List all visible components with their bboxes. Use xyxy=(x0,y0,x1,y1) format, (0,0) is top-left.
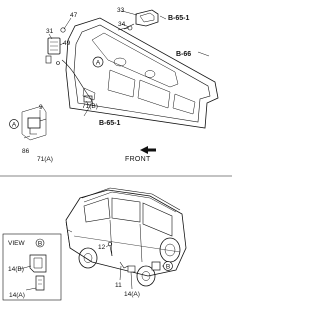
callout-86: 86 xyxy=(22,148,30,155)
tailgate-assembly xyxy=(61,17,219,129)
parts-diagram: A A 33 34 47 31 49 9 86 71(A) 71(B) B-65… xyxy=(0,7,232,301)
detail-a-inset xyxy=(21,105,47,141)
callout-34: 34 xyxy=(118,21,126,28)
ref-b65-mid: B-65-1 xyxy=(99,120,121,127)
vehicle-illustration xyxy=(65,187,187,287)
callout-11: 11 xyxy=(115,282,122,289)
callout-31: 31 xyxy=(46,28,54,35)
front-arrow: FRONT xyxy=(125,146,156,163)
front-label: FRONT xyxy=(125,156,151,163)
ref-b66: B-66 xyxy=(176,51,191,58)
callout-14a-view: 14(A) xyxy=(9,292,25,299)
ref-b65-top: B-65-1 xyxy=(168,15,190,22)
marker-b-view-label: B xyxy=(38,241,42,248)
lock-assembly xyxy=(45,27,66,65)
view-b-inset: VIEW B 14(B) 14(A) xyxy=(2,233,62,301)
marker-b-car: B xyxy=(163,261,173,271)
marker-a-detail-label: A xyxy=(12,122,17,129)
marker-b-car-label: B xyxy=(166,264,170,271)
bottom-parts xyxy=(107,241,161,273)
view-label: VIEW xyxy=(8,240,25,247)
callout-9: 9 xyxy=(39,104,43,111)
marker-a-door: A xyxy=(92,56,104,68)
callout-12: 12 xyxy=(98,244,106,251)
handle-assembly xyxy=(123,9,159,31)
leader-lines-top xyxy=(48,10,210,117)
callout-33: 33 xyxy=(117,7,125,14)
callout-49: 49 xyxy=(63,40,71,47)
callout-71a: 71(A) xyxy=(37,156,53,163)
callout-14b: 14(B) xyxy=(8,266,24,273)
callout-47: 47 xyxy=(70,12,78,19)
marker-a-detail: A xyxy=(9,119,19,129)
marker-a-door-label: A xyxy=(96,60,101,67)
callout-14a: 14(A) xyxy=(124,291,140,298)
callout-71b: 71(B) xyxy=(82,103,98,110)
